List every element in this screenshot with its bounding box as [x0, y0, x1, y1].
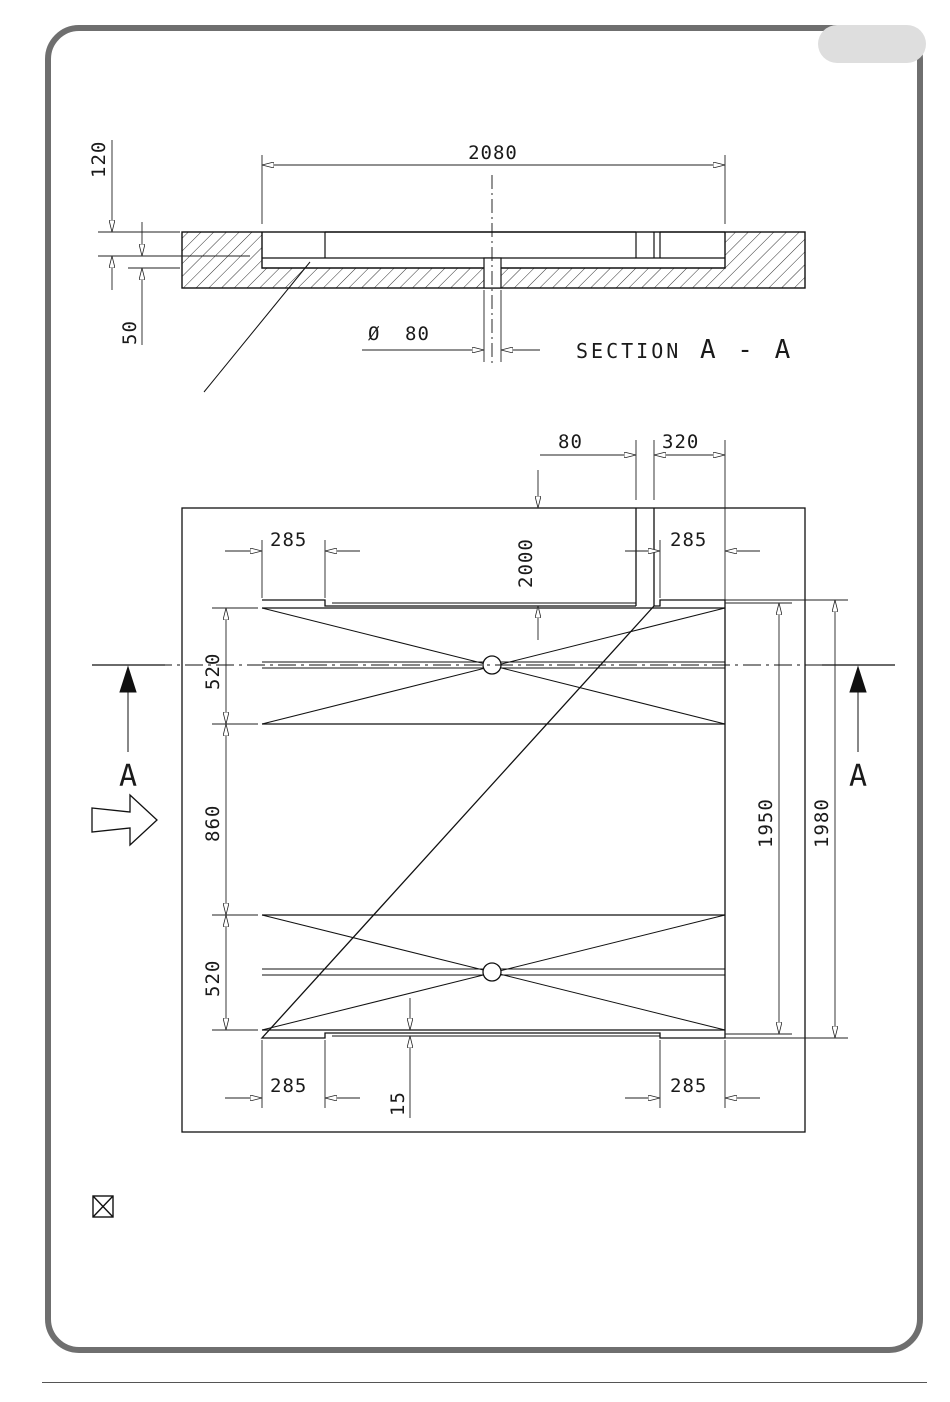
dim-520-bottom: 520 [202, 960, 224, 997]
dim-15: 15 [387, 1091, 409, 1116]
dim-520-top: 520 [202, 653, 224, 690]
dim-285-bottom-right: 285 [670, 1075, 707, 1097]
dim-860: 860 [202, 805, 224, 842]
section-name: A - A [700, 335, 793, 365]
dim-120: 120 [88, 141, 110, 178]
dim-1950: 1950 [755, 798, 777, 848]
dim-notch-80: 80 [558, 431, 583, 453]
dim-1980: 1980 [811, 798, 833, 848]
dim-285-bottom-left: 285 [270, 1075, 307, 1097]
dim-2080: 2080 [468, 142, 518, 164]
dim-hole-80: 80 [405, 323, 430, 345]
dim-285-top-left: 285 [270, 529, 307, 551]
dim-285-top-right: 285 [670, 529, 707, 551]
dim-50: 50 [119, 320, 141, 345]
dim-2000: 2000 [515, 538, 537, 588]
section-title: SECTION [576, 339, 681, 363]
checkbox-crossed-icon [93, 1196, 113, 1217]
dim-notch-320: 320 [662, 431, 699, 453]
section-arrow-label-left: A [119, 759, 137, 794]
view-direction-arrow-icon [92, 795, 157, 845]
dim-diameter-symbol: Ø [368, 323, 380, 345]
section-arrow-label-right: A [849, 759, 867, 794]
